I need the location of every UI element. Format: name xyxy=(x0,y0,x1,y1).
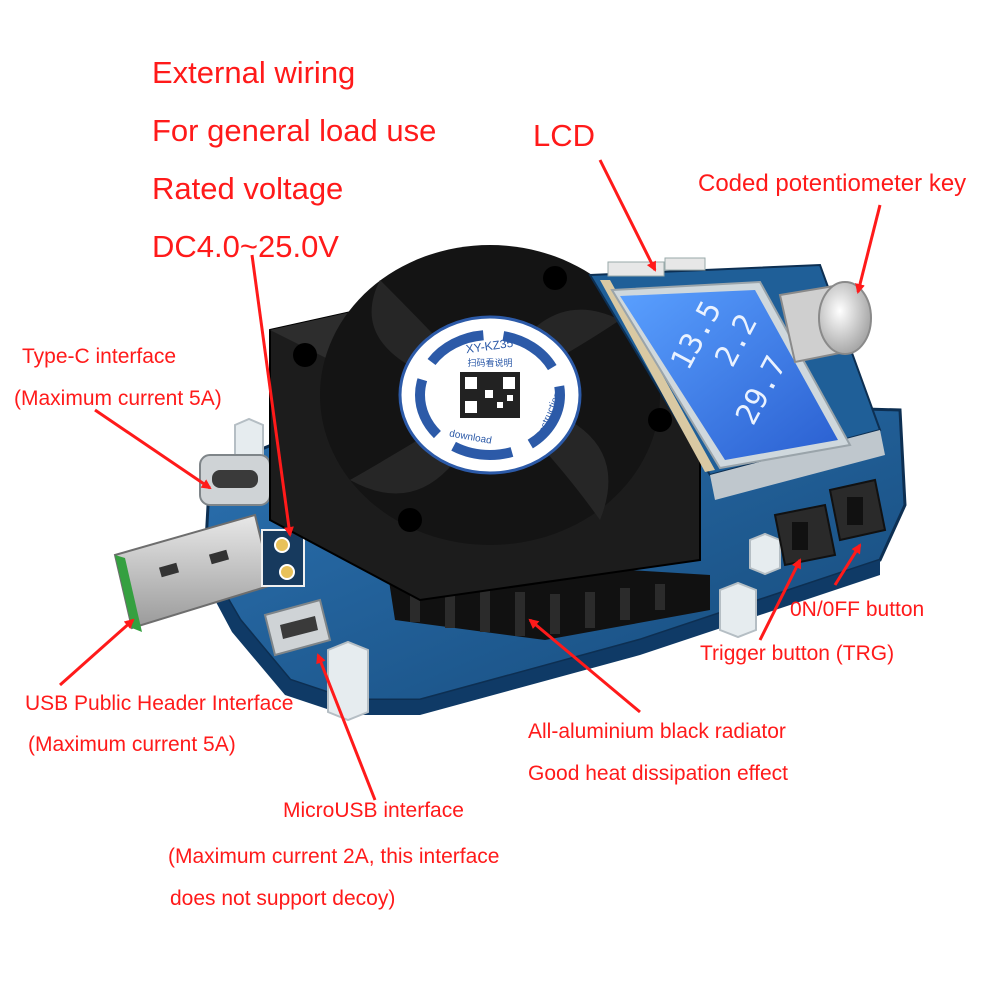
fan-sticker-cn: 扫码看说明 xyxy=(467,357,512,369)
onoff-button-label: 0N/0FF button xyxy=(790,598,925,621)
wiring-terminal xyxy=(261,529,305,587)
headline-line-1: External wiring xyxy=(152,55,356,90)
radiator-label: All-aluminium black radiator xyxy=(528,720,786,743)
usb-header-current: (Maximum current 5A) xyxy=(28,733,236,756)
usb-header-label: USB Public Header Interface xyxy=(25,692,294,715)
micro-usb-current: (Maximum current 2A, this interface xyxy=(168,845,500,868)
headline-line-3: Rated voltage xyxy=(152,171,344,206)
fan-sticker-model: XY-KZ35 xyxy=(465,336,514,357)
usb-a-connector xyxy=(113,513,274,632)
annotation-arrows xyxy=(59,159,882,801)
type-c-current: (Maximum current 5A) xyxy=(14,387,222,410)
micro-usb-label: MicroUSB interface xyxy=(283,799,464,822)
headline-line-4: DC4.0~25.0V xyxy=(152,229,339,264)
micro-usb-note: does not support decoy) xyxy=(170,887,396,910)
trigger-button-label: Trigger button (TRG) xyxy=(700,642,895,665)
micro-usb-port xyxy=(263,598,332,657)
standoffs xyxy=(234,417,781,722)
tactile-buttons xyxy=(773,478,887,567)
lcd-label: LCD xyxy=(533,118,596,153)
headline-line-2: For general load use xyxy=(152,113,437,148)
cooling-fan xyxy=(269,245,701,602)
type-c-label: Type-C interface xyxy=(22,345,177,368)
potentiometer-knob xyxy=(778,281,872,364)
type-c-port xyxy=(199,454,271,506)
potentiometer-label: Coded potentiometer key xyxy=(698,170,967,197)
radiator-note: Good heat dissipation effect xyxy=(528,762,788,785)
